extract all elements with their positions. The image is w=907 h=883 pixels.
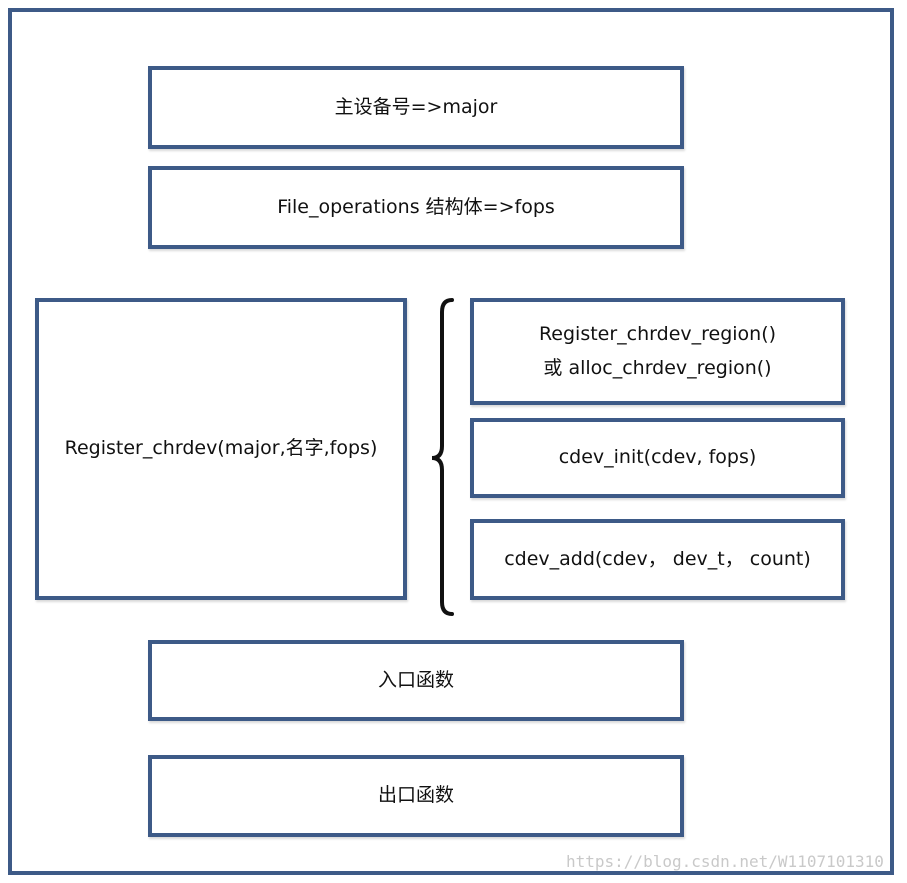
cdev-add-box: cdev_add(cdev， dev_t， count): [470, 519, 845, 600]
cdev-init-box: cdev_init(cdev, fops): [470, 418, 845, 498]
major-number-box: 主设备号=>major: [148, 66, 684, 149]
alloc-chrdev-region-label: 或 alloc_chrdev_region(): [543, 356, 772, 379]
exit-function-box: 出口函数: [148, 755, 684, 837]
chrdev-region-box: Register_chrdev_region() 或 alloc_chrdev_…: [470, 298, 845, 405]
major-number-label: 主设备号=>major: [334, 95, 498, 118]
entry-function-box: 入口函数: [148, 640, 684, 721]
file-operations-label: File_operations 结构体=>fops: [277, 195, 555, 218]
diagram-frame: [8, 8, 894, 875]
register-chrdev-box: Register_chrdev(major,名字,fops): [35, 298, 407, 600]
curly-brace: [431, 298, 454, 616]
entry-function-label: 入口函数: [377, 668, 454, 691]
watermark-url: https://blog.csdn.net/W1107101310: [566, 852, 884, 871]
register-chrdev-region-label: Register_chrdev_region(): [538, 323, 777, 346]
cdev-init-label: cdev_init(cdev, fops): [558, 446, 757, 469]
register-chrdev-label: Register_chrdev(major,名字,fops): [64, 437, 378, 460]
cdev-add-label: cdev_add(cdev， dev_t， count): [504, 547, 811, 570]
file-operations-box: File_operations 结构体=>fops: [148, 166, 684, 249]
exit-function-label: 出口函数: [377, 784, 454, 807]
